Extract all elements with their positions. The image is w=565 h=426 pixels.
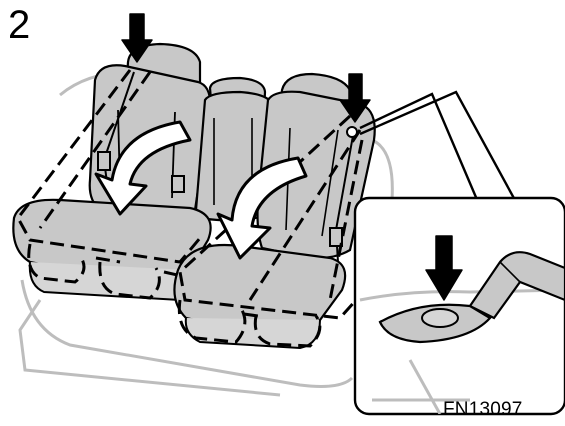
down-arrow-icon (121, 13, 153, 63)
curved-arrow-icon (94, 120, 192, 216)
folded-position-outline (16, 69, 367, 348)
down-arrow-icon (339, 73, 371, 123)
release-knob (346, 126, 358, 138)
detail-inset (353, 196, 565, 416)
step-number: 2 (8, 3, 31, 47)
callout-lines (359, 90, 518, 203)
figure-code: FN13097 (443, 399, 523, 420)
curved-arrow-icon (216, 156, 308, 260)
vehicle-body-outline (18, 70, 394, 397)
down-arrow-icon (425, 235, 463, 301)
